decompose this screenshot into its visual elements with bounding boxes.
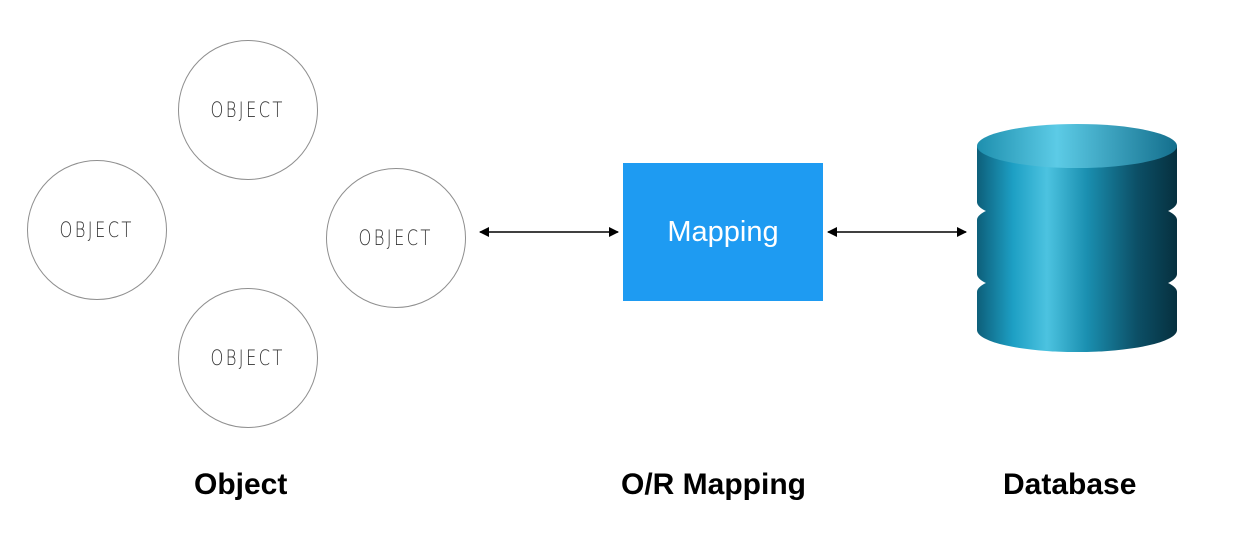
database-cylinder-icon [977, 124, 1177, 352]
mapping-box-label: Mapping [667, 215, 779, 248]
object-caption: Object [194, 468, 288, 501]
database-caption: Database [1003, 468, 1137, 501]
object-circle: OBJECT [178, 40, 318, 180]
object-circle: OBJECT [326, 168, 466, 308]
mapping-caption: O/R Mapping [621, 468, 806, 501]
object-circle: OBJECT [178, 288, 318, 428]
mapping-box: Mapping [623, 163, 823, 301]
object-circle-label: OBJECT [59, 218, 135, 242]
object-circle-label: OBJECT [210, 98, 286, 122]
object-circle: OBJECT [27, 160, 167, 300]
object-circle-label: OBJECT [358, 226, 434, 250]
object-circle-label: OBJECT [210, 346, 286, 370]
